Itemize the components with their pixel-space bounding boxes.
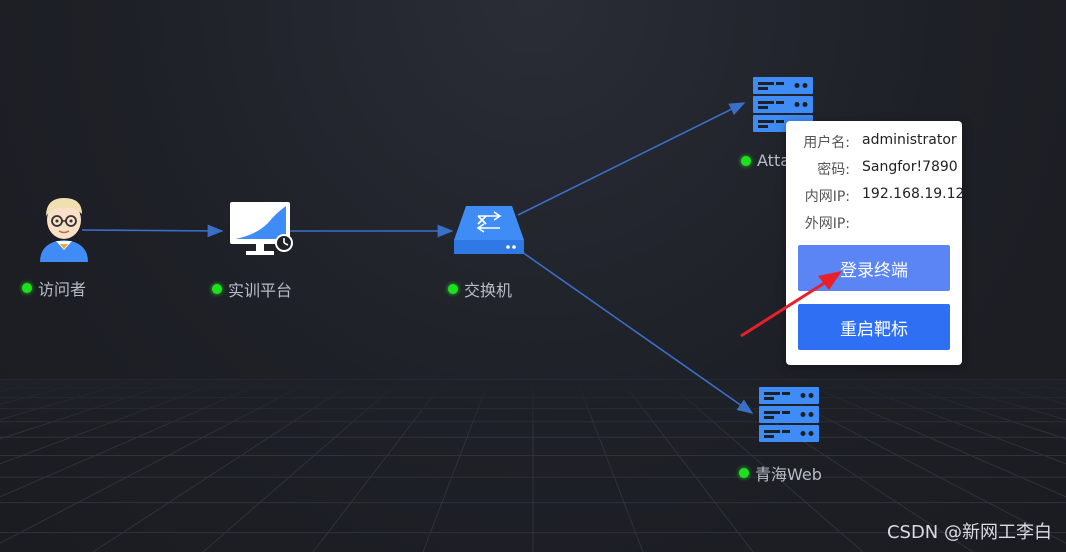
info-row-intranet-ip: 内网IP: 192.168.19.12	[786, 186, 965, 206]
node-visitor-label: 访问者	[22, 276, 86, 300]
node-platform-label: 实训平台	[212, 277, 292, 301]
info-row-extranet-ip: 外网IP:	[786, 213, 962, 233]
node-attacker-label: Atta	[741, 151, 790, 170]
status-online-indicator	[212, 284, 222, 294]
grid-fade	[0, 380, 1066, 470]
link-visitor-platform	[81, 224, 224, 238]
server-icon	[753, 77, 813, 132]
node-platform-text: 实训平台	[228, 281, 293, 300]
info-row-username: 用户名: administrator	[786, 132, 962, 152]
node-info-popup: 用户名: administrator 密码: Sangfor!7890 内网IP…	[786, 121, 965, 365]
network-switch-icon	[454, 206, 524, 254]
info-row-password: 密码: Sangfor!7890	[786, 159, 962, 179]
intranet-ip-value: 192.168.19.12	[862, 186, 965, 202]
user-avatar-icon	[40, 198, 88, 262]
status-online-indicator	[22, 283, 32, 293]
watermark: CSDN @新网工李白	[886, 522, 1052, 543]
username-key: 用户名:	[803, 135, 850, 151]
password-value: Sangfor!7890	[862, 159, 958, 175]
node-platform[interactable]	[226, 199, 296, 261]
status-online-indicator	[448, 284, 458, 294]
password-key: 密码:	[817, 162, 850, 178]
link-switch-attacker	[517, 102, 746, 216]
status-online-indicator	[741, 155, 751, 166]
node-switch-text: 交换机	[464, 281, 513, 300]
extranet-ip-key: 外网IP:	[804, 216, 850, 232]
restart-target-button[interactable]: 重启靶标	[798, 304, 950, 350]
node-visitor-text: 访问者	[38, 280, 87, 299]
server-icon	[759, 387, 819, 442]
node-switch-label: 交换机	[448, 277, 512, 301]
username-value: administrator	[862, 132, 957, 148]
node-web-label: 青海Web	[739, 461, 822, 485]
node-web-text: 青海Web	[755, 465, 822, 484]
intranet-ip-key: 内网IP:	[804, 189, 850, 205]
login-terminal-button[interactable]: 登录终端	[798, 245, 950, 291]
node-attacker-text: Atta	[757, 151, 791, 170]
node-switch[interactable]	[452, 204, 528, 256]
monitor-clock-icon	[230, 202, 293, 255]
node-web[interactable]	[758, 386, 820, 444]
node-attacker[interactable]	[752, 76, 814, 134]
node-visitor[interactable]	[34, 194, 94, 264]
status-online-indicator	[739, 468, 749, 478]
link-switch-web	[521, 251, 754, 414]
